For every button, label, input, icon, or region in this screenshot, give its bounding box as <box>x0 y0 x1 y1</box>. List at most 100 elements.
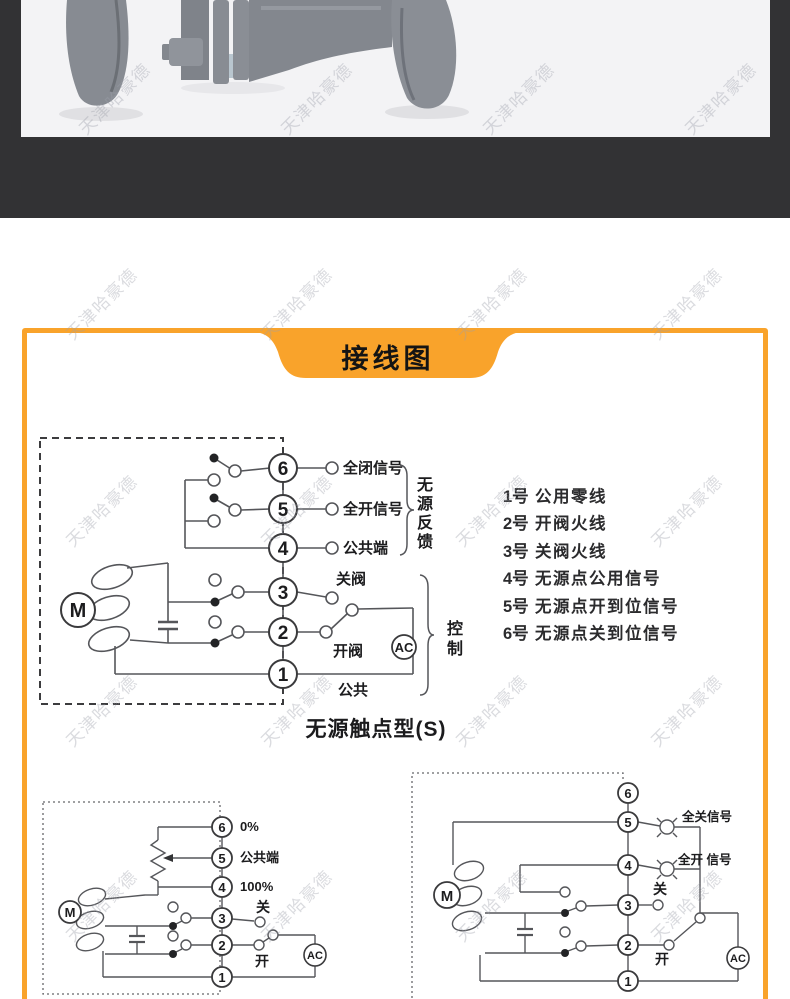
actuator-dotted-box <box>42 801 221 995</box>
legend-row: 4号无源点公用信号 <box>503 565 679 592</box>
label-common-terminal: 公共端 <box>240 850 279 865</box>
ac-source-icon <box>391 634 417 660</box>
card-title-tab: 接线图 <box>256 332 520 382</box>
legend-number: 3号 <box>503 542 529 561</box>
wiring-card: 接线图 <box>22 328 768 999</box>
motor-icon <box>60 592 96 628</box>
feedback-group-label: 无源反馈 <box>414 476 431 552</box>
label-closed-signal: 全关信号 <box>681 809 732 824</box>
terminal-6 <box>268 453 298 483</box>
valve-nut <box>169 38 203 66</box>
label-close-valve: 关阀 <box>336 570 366 588</box>
ac-label: AC <box>307 950 323 962</box>
terminal-2 <box>617 934 639 956</box>
motor-coils <box>75 887 107 952</box>
terminal-number: 1 <box>278 665 289 686</box>
terminal-number: 2 <box>218 938 225 953</box>
legend-number: 2号 <box>503 515 529 534</box>
terminal-number: 2 <box>278 623 289 644</box>
lamp-icon-open-signal <box>656 859 678 880</box>
label-close: 关 <box>653 881 667 897</box>
actuator-dotted-box <box>411 772 624 999</box>
terminal-number: 2 <box>624 938 631 953</box>
terminal-number: 3 <box>278 583 289 604</box>
legend-description: 开阀火线 <box>535 515 607 534</box>
motor-label: M <box>65 905 76 920</box>
legend-description: 公用零线 <box>535 488 607 506</box>
terminal-4 <box>617 854 639 876</box>
motor-icon <box>433 881 461 909</box>
label-open-signal: 全开信号 <box>342 500 403 518</box>
terminal-3 <box>617 894 639 916</box>
product-photo-area: 天津哈豪德天津哈豪德天津哈豪德天津哈豪德 <box>21 0 770 137</box>
terminal-6 <box>617 782 639 804</box>
label-closed-signal: 全闭信号 <box>342 459 403 477</box>
wiper-arrowhead <box>163 854 173 862</box>
label-open: 开 <box>255 953 269 969</box>
title-tab-shape <box>256 332 520 378</box>
terminal-4 <box>268 533 298 563</box>
label-common-terminal: 公共端 <box>343 539 388 557</box>
legend-row: 3号关阀火线 <box>503 538 679 565</box>
terminal-number: 5 <box>278 500 289 521</box>
valve-left-flange <box>66 0 129 106</box>
terminal-6 <box>211 816 233 838</box>
ac-label: AC <box>395 640 414 655</box>
terminal-number: 5 <box>218 851 225 866</box>
actuator-dashed-box <box>39 437 284 705</box>
main-wiring-diagram: 6 5 4 3 2 1 M AC 全闭信号 全开信号 公共端 关阀 开阀 公共 <box>39 437 435 705</box>
motor-label: M <box>441 888 454 905</box>
card-title: 接线图 <box>341 343 435 374</box>
ac-label: AC <box>730 953 746 965</box>
label-open: 开 <box>655 951 669 967</box>
label-open-valve: 开阀 <box>333 642 363 660</box>
motor-icon <box>58 900 82 924</box>
ac-source-icon <box>303 943 327 967</box>
legend-row: 2号开阀火线 <box>503 510 679 537</box>
dark-banner: 天津哈豪德天津哈豪德天津哈豪德天津哈豪德 <box>0 0 790 218</box>
label-close: 关 <box>256 899 270 915</box>
potentiometer-resistor <box>149 839 167 882</box>
legend-number: 6号 <box>503 624 529 643</box>
terminal-2 <box>211 934 233 956</box>
terminal-1 <box>617 970 639 992</box>
terminal-number: 6 <box>218 820 225 835</box>
terminal-number: 3 <box>624 898 631 913</box>
terminal-number: 4 <box>624 858 632 873</box>
legend-description: 无源点开到位信号 <box>535 597 679 616</box>
label-zero-percent: 0% <box>240 819 259 834</box>
terminal-number: 3 <box>218 911 225 926</box>
terminal-legend: 1号公用零线 2号开阀火线 3号关阀火线 4号无源点公用信号 5号无源点开到位信… <box>503 483 679 647</box>
motor-label: M <box>70 600 87 622</box>
valve-photo-illustration <box>59 0 469 121</box>
legend-description: 无源点公用信号 <box>535 570 661 589</box>
control-group-brace <box>419 574 435 696</box>
legend-row: 6号无源点关到位信号 <box>503 620 679 647</box>
terminal-5 <box>268 494 298 524</box>
valve-body <box>249 0 392 82</box>
terminal-number: 5 <box>624 815 631 830</box>
terminal-number: 1 <box>624 974 631 989</box>
legend-number: 1号 <box>503 488 529 506</box>
control-group-label: 控制 <box>444 620 461 660</box>
ac-source-icon <box>726 946 750 970</box>
potentiometer-wiring-diagram: 6 5 4 3 2 1 M AC 0% 公共端 100% 关 开 <box>42 801 327 995</box>
legend-number: 4号 <box>503 570 529 589</box>
terminal-1 <box>268 659 298 689</box>
legend-description: 无源点关到位信号 <box>535 624 679 643</box>
terminal-number: 4 <box>278 539 289 560</box>
terminal-3 <box>268 577 298 607</box>
label-open-signal: 全开 信号 <box>677 852 731 867</box>
terminal-3 <box>211 907 233 929</box>
lamp-feedback-wiring-diagram: 6 5 4 3 2 1 M AC 全关信号 全开 信号 关 开 <box>411 772 750 999</box>
label-common: 公共 <box>338 682 368 699</box>
terminal-2 <box>268 617 298 647</box>
legend-description: 关阀火线 <box>535 542 607 561</box>
legend-row: 1号公用零线 <box>503 483 679 510</box>
legend-row: 5号无源点开到位信号 <box>503 593 679 620</box>
feedback-group-brace <box>399 464 415 556</box>
label-hundred-percent: 100% <box>240 879 274 894</box>
lamp-icon-closed-signal <box>656 817 678 838</box>
legend-number: 5号 <box>503 597 529 616</box>
terminal-number: 4 <box>218 880 226 895</box>
